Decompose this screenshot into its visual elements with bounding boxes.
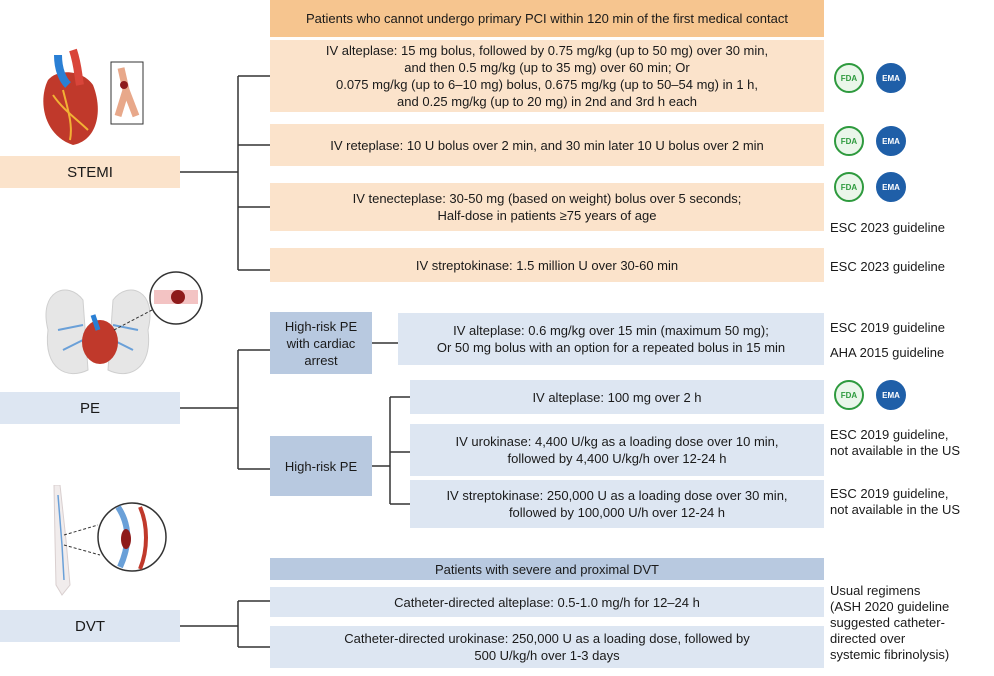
dvt-alteplase-text: Catheter-directed alteplase: 0.5-1.0 mg/… (394, 594, 700, 610)
pe-streptokinase-box: IV streptokinase: 250,000 U as a loading… (410, 480, 824, 528)
category-stemi: STEMI (0, 156, 180, 188)
fda-badge-label: FDA (840, 136, 858, 146)
dvt-header-text: Patients with severe and proximal DVT (435, 561, 659, 577)
category-pe-label: PE (79, 399, 100, 417)
category-stemi-label: STEMI (67, 163, 113, 181)
note-pe-aha: AHA 2015 guideline (830, 345, 945, 360)
stemi-tenecteplase-text: IV tenecteplase: 30-50 mg (based on weig… (352, 191, 742, 223)
ema-badge-icon: EMA (876, 126, 906, 156)
note-pe-streptokinase: ESC 2019 guideline, not available in the… (830, 486, 961, 517)
pe-urokinase-box: IV urokinase: 4,400 U/kg as a loading do… (410, 424, 824, 476)
stemi-reteplase-text: IV reteplase: 10 U bolus over 2 min, and… (330, 137, 764, 153)
lungs-illustration (45, 271, 203, 375)
stemi-header-text: Patients who cannot undergo primary PCI … (306, 11, 788, 26)
ema-badge-icon: EMA (876, 63, 906, 93)
fda-badge-icon: FDA (834, 63, 864, 93)
heart-illustration (43, 48, 144, 145)
fda-badge-label: FDA (840, 390, 858, 400)
ema-badge-label: EMA (882, 73, 900, 83)
category-dvt-label: DVT (75, 617, 105, 635)
stemi-header: Patients who cannot undergo primary PCI … (270, 0, 824, 37)
stemi-streptokinase-box: IV streptokinase: 1.5 million U over 30-… (270, 248, 824, 282)
pe-highrisk-text: High-risk PE (284, 458, 358, 474)
note-pe-esc: ESC 2019 guideline (830, 320, 945, 335)
note-stemi-tenecteplase: ESC 2023 guideline (830, 220, 945, 235)
stemi-alteplase-box: IV alteplase: 15 mg bolus, followed by 0… (270, 40, 824, 112)
pe-cardiac-arrest-text: High-risk PE with cardiac arrest (284, 318, 358, 368)
pe-alteplase-box: IV alteplase: 100 mg over 2 h (410, 380, 824, 414)
fda-badge-label: FDA (840, 182, 858, 192)
fda-badge-icon: FDA (834, 126, 864, 156)
ema-badge-label: EMA (882, 390, 900, 400)
dvt-header: Patients with severe and proximal DVT (270, 558, 824, 580)
leg-illustration (53, 485, 167, 596)
note-pe-urokinase: ESC 2019 guideline, not available in the… (830, 427, 961, 458)
ema-badge-label: EMA (882, 182, 900, 192)
pe-urokinase-text: IV urokinase: 4,400 U/kg as a loading do… (455, 434, 779, 466)
note-dvt: Usual regimens (ASH 2020 guideline sugge… (830, 583, 950, 662)
category-dvt: DVT (0, 610, 180, 642)
pe-alteplase-text: IV alteplase: 100 mg over 2 h (532, 389, 702, 405)
ema-badge-icon: EMA (876, 380, 906, 410)
ema-badge-label: EMA (882, 136, 900, 146)
pe-arrest-alteplase-box: IV alteplase: 0.6 mg/kg over 15 min (max… (398, 313, 824, 365)
stemi-streptokinase-text: IV streptokinase: 1.5 million U over 30-… (415, 257, 679, 273)
dvt-urokinase-box: Catheter-directed urokinase: 250,000 U a… (270, 626, 824, 668)
dvt-urokinase-text: Catheter-directed urokinase: 250,000 U a… (344, 631, 750, 663)
fda-badge-label: FDA (840, 73, 858, 83)
ema-badge-icon: EMA (876, 172, 906, 202)
category-pe: PE (0, 392, 180, 424)
pe-arrest-alteplase-text: IV alteplase: 0.6 mg/kg over 15 min (max… (436, 323, 786, 355)
note-stemi-streptokinase: ESC 2023 guideline (830, 259, 945, 274)
fda-badge-icon: FDA (834, 380, 864, 410)
fda-badge-icon: FDA (834, 172, 864, 202)
stemi-tenecteplase-box: IV tenecteplase: 30-50 mg (based on weig… (270, 183, 824, 231)
dvt-alteplase-box: Catheter-directed alteplase: 0.5-1.0 mg/… (270, 587, 824, 617)
pe-highrisk-box: High-risk PE (270, 436, 372, 496)
stemi-reteplase-box: IV reteplase: 10 U bolus over 2 min, and… (270, 124, 824, 166)
pe-streptokinase-text: IV streptokinase: 250,000 U as a loading… (446, 488, 788, 520)
stemi-alteplase-text: IV alteplase: 15 mg bolus, followed by 0… (325, 43, 769, 109)
pe-cardiac-arrest-box: High-risk PE with cardiac arrest (270, 312, 372, 374)
